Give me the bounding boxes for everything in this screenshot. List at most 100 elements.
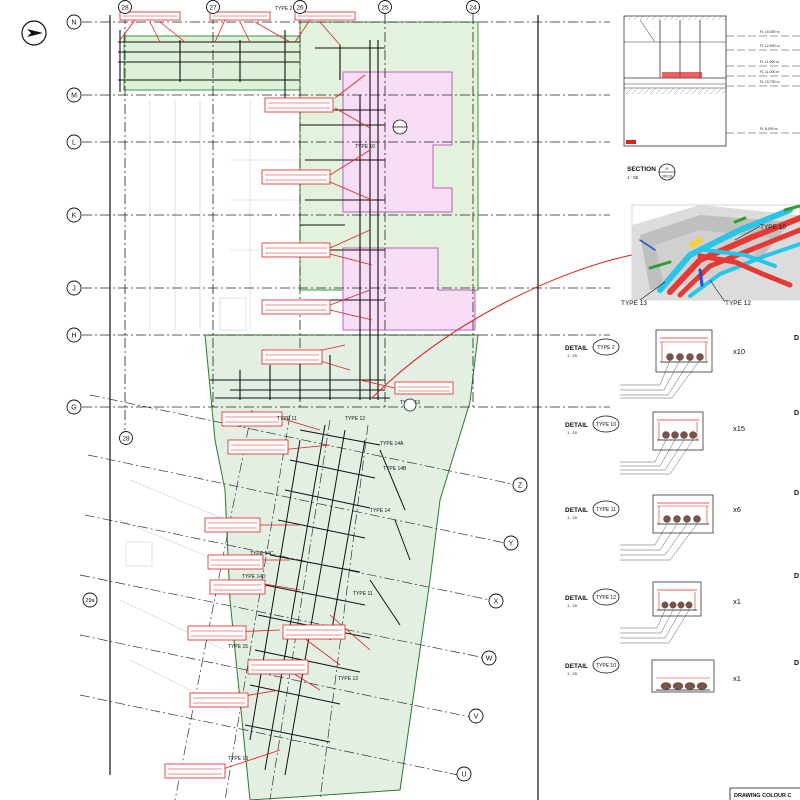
svg-text:K: K: [72, 213, 77, 220]
type-tag: TYPE 11: [277, 416, 297, 422]
grid-bubble-24: 24: [466, 0, 480, 14]
detail-type-label: TYPE 12: [596, 595, 616, 601]
section-level-label: FL 8.000 m: [760, 127, 778, 131]
red-callout-text: [123, 15, 450, 775]
detail-type-badge: [592, 338, 620, 356]
detail-type-badge: [592, 500, 620, 518]
svg-text:D: D: [794, 410, 799, 417]
grid-bubble-Y: Y: [503, 535, 519, 551]
grid-bubble-M: M: [66, 87, 82, 103]
svg-text:25: 25: [381, 5, 389, 12]
type-tag: TYPE 11: [353, 591, 373, 597]
grid-bubble-29a: 29a: [82, 592, 98, 608]
pink-zone-middle: [342, 247, 476, 331]
plan-section-markers: [392, 119, 417, 412]
section-level-label: FL 10.700 m: [760, 80, 780, 84]
svg-text:W: W: [486, 656, 493, 663]
green-zone-top: [123, 35, 306, 91]
grid-bubble-26: 26: [293, 0, 307, 14]
svg-text:L: L: [72, 140, 76, 147]
grid-bubble-N: N: [66, 14, 82, 30]
type-tag: TYPE 13: [338, 676, 358, 682]
detail-title: DETAIL: [565, 595, 588, 602]
detail-scale: 1 : 20: [567, 603, 578, 608]
svg-text:Y: Y: [509, 541, 514, 548]
svg-text:U: U: [461, 772, 466, 779]
detail-scale: 1 : 20: [567, 353, 578, 358]
grid-bubble-X: X: [488, 593, 504, 609]
grid-bubble-25: 25: [378, 0, 392, 14]
svg-text:J: J: [72, 286, 76, 293]
angled-grid-lines: [79, 394, 513, 800]
grid-bubble-L: L: [66, 134, 82, 150]
detail-type-badge: [592, 415, 620, 433]
column-grid-bubbles: 28 27 26 25 24 28: [118, 0, 480, 445]
svg-text:28: 28: [122, 436, 130, 443]
grid-bubble-H: H: [66, 327, 82, 343]
svg-text:G: G: [71, 405, 76, 412]
svg-text:M: M: [71, 93, 77, 100]
section-level-label: FL 12.500 m: [760, 44, 780, 48]
detail-block: DETAIL 1 : 20 TYPE 10 x15: [565, 411, 745, 475]
iso-label-type10: TYPE 10: [760, 224, 786, 231]
detail-block: DETAIL 1 : 20 TYPE 2 x10: [565, 329, 745, 399]
isometric-3d-view: TYPE 10 TYPE 13 TYPE 12: [621, 204, 800, 307]
grid-bubble-U: U: [456, 766, 472, 782]
leader-to-3d-view: [371, 254, 633, 399]
svg-text:28: 28: [121, 5, 129, 12]
footer-text: DRAWING COLOUR C: [734, 793, 791, 799]
grid-bubble-28-lower: 28: [119, 431, 133, 445]
type-tag: TYPE 14B: [383, 466, 407, 472]
svg-text:29a: 29a: [85, 598, 95, 604]
section-level-label: FL 11.000 m: [760, 70, 779, 74]
section-level-label: FL 11.900 m: [760, 60, 779, 64]
detail-block: DETAIL 1 : 20 TYPE 11 x6: [565, 494, 741, 561]
grid-bubble-J: J: [66, 280, 82, 296]
svg-text:A: A: [665, 166, 668, 171]
type-tag: TYPE 2: [275, 6, 292, 12]
svg-text:3D010: 3D010: [662, 175, 672, 179]
row-grid-bubbles: N M L K J H G: [66, 14, 82, 415]
details-column: DETAIL 1 : 20 TYPE 2 x10 DETA: [565, 329, 799, 693]
svg-text:Z: Z: [518, 483, 523, 490]
detail-type-label: TYPE 11: [596, 507, 616, 513]
detail-multiplier: x1: [733, 597, 741, 606]
detail-type-label: TYPE 10: [596, 663, 616, 669]
detail-type-label: TYPE 2: [597, 345, 614, 351]
detail-type-label: TYPE 10: [596, 422, 616, 428]
section-marker-icon: A 3D010: [658, 163, 676, 181]
angled-grid-bubbles: Z Y X W V U 29: [82, 477, 528, 782]
type-tag: TYPE 14C: [250, 551, 274, 557]
type-tag: TYPE 14A: [380, 441, 404, 447]
grid-bubble-K: K: [66, 207, 82, 223]
svg-text:V: V: [474, 714, 479, 721]
grid-bubble-W: W: [481, 650, 497, 666]
grid-bubble-G: G: [66, 399, 82, 415]
detail-block: DETAIL 1 : 20 TYPE 10 x1: [565, 656, 741, 693]
detail-title: DETAIL: [565, 507, 588, 514]
type-tag: TYPE 14D: [242, 574, 266, 580]
section-level-label: FL 15.000 m: [760, 30, 780, 34]
detail-scale: 1 : 20: [567, 430, 578, 435]
section-scale: 1 : 50: [627, 175, 639, 180]
floor-plan: TYPE 2 TYPE 10 TYPE 13 TYPE 11 TYPE 12 T…: [21, 0, 633, 800]
type-tag: TYPE 10: [228, 756, 248, 762]
detail-scale: 1 : 20: [567, 671, 578, 676]
detail-title: DETAIL: [565, 422, 588, 429]
detail-block: DETAIL 1 : 20 TYPE 12 x1: [565, 581, 741, 644]
section-title: SECTION: [627, 166, 656, 173]
detail-multiplier: x6: [733, 505, 741, 514]
detail-multiplier: x10: [733, 347, 745, 356]
svg-text:D: D: [794, 335, 799, 342]
section-level-labels: FL 15.000 m FL 12.500 m FL 11.900 m FL 1…: [760, 30, 780, 131]
svg-text:N: N: [71, 20, 76, 27]
type-tag: TYPE 12: [345, 416, 365, 422]
detail-multiplier: x1: [733, 674, 741, 683]
iso-label-type12: TYPE 12: [725, 300, 751, 307]
detail-title: DETAIL: [565, 663, 588, 670]
detail-title: DETAIL: [565, 345, 588, 352]
detail-scale: 1 : 20: [567, 515, 578, 520]
north-arrow-icon: [21, 20, 47, 46]
grid-bubble-V: V: [468, 708, 484, 724]
svg-text:D: D: [794, 660, 799, 667]
